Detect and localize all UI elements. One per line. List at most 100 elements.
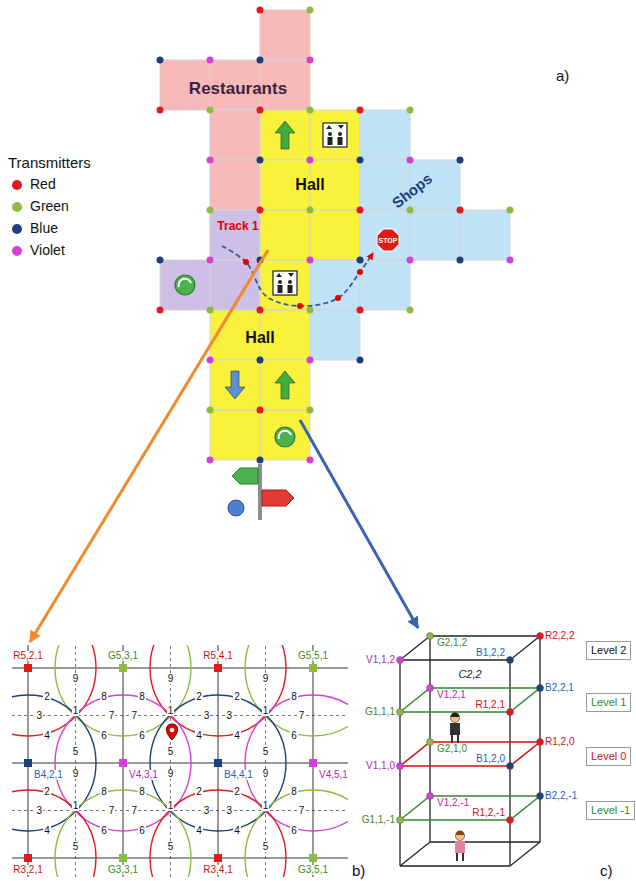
region-number: 6 (138, 731, 146, 741)
transmitter-dot (427, 685, 434, 692)
region-number: 4 (195, 826, 203, 836)
region-number: 8 (138, 692, 146, 702)
region-number: 5 (262, 842, 270, 852)
legend-text: Green (30, 198, 69, 214)
transmitter-dot (307, 157, 314, 164)
transmitter-id: B4,4,1 (223, 770, 254, 780)
transmitter-dot (257, 457, 264, 464)
transmitter-mark (119, 854, 127, 862)
transmitter-id: R3,4,1 (202, 865, 233, 875)
level-name: Level 0 (591, 750, 626, 762)
region-number: 4 (233, 731, 241, 741)
area-name: Restaurants (188, 80, 288, 97)
transmitter-dot (357, 107, 364, 114)
region-number: 9 (262, 674, 270, 684)
floor-square (210, 410, 260, 460)
transmitter-dot (207, 407, 214, 414)
floor-square (260, 360, 310, 410)
legend-swatch (12, 202, 22, 212)
transmitter-dot (307, 207, 314, 214)
floor-square (260, 110, 310, 160)
transmitter-id: G3,3,1 (107, 865, 139, 875)
region-number: 8 (100, 787, 108, 797)
legend-swatch (12, 180, 22, 190)
transmitter-id: R1,2,0 (544, 737, 575, 747)
region-number: 6 (290, 826, 298, 836)
person-figure (450, 713, 460, 744)
transmitter-dot (457, 207, 464, 214)
transmitter-dot (537, 739, 544, 746)
track-line (222, 246, 373, 306)
transmitter-id: R5,2,1 (12, 651, 43, 661)
level-plane (400, 865, 510, 866)
transmitter-dot (507, 257, 514, 264)
region-number: 5 (167, 747, 175, 757)
transmitter-mark (24, 854, 32, 862)
transmitter-dot (357, 207, 364, 214)
transmitter-dot (407, 257, 414, 264)
cell-id: C2,2 (457, 669, 482, 680)
floor-square (210, 110, 260, 160)
transmitter-mark (214, 664, 222, 672)
transmitter-dot (157, 307, 164, 314)
floor-square (210, 210, 260, 260)
stop-sign (377, 229, 399, 251)
level-plane (400, 796, 430, 820)
legend-item: Violet (12, 242, 65, 258)
transmitter-id: B2,2,-1 (544, 791, 578, 801)
region-number: 8 (290, 787, 298, 797)
floor-square (360, 210, 410, 260)
region-number: 1 (262, 706, 270, 716)
transmitter-dot (207, 357, 214, 364)
area-name: Hall (244, 330, 275, 346)
transmitter-dot (157, 57, 164, 64)
exit-icon (275, 427, 295, 447)
floor-square (260, 260, 310, 310)
region-number: 2 (233, 787, 241, 797)
region-number: 4 (43, 826, 51, 836)
legend-item: Red (12, 176, 56, 192)
grid-line (12, 668, 348, 669)
region-number: 6 (290, 731, 298, 741)
transmitter-dot (207, 307, 214, 314)
floor-square (310, 110, 360, 160)
transmitter-dot (357, 307, 364, 314)
level-plane (400, 659, 510, 660)
transmitter-dot (427, 633, 434, 640)
region-number: 9 (72, 674, 80, 684)
region-number: 4 (43, 731, 51, 741)
region-number: 6 (100, 826, 108, 836)
region-number: 1 (262, 801, 270, 811)
level-plane (430, 841, 540, 842)
direction-arrow (225, 371, 245, 399)
zoom-arrow (30, 250, 268, 642)
transmitter-dot (507, 207, 514, 214)
region-number: 2 (43, 787, 51, 797)
elevator-icon (323, 123, 347, 147)
transmitter-dot (207, 257, 214, 264)
transmitter-dot (507, 657, 514, 664)
floor-square (410, 210, 460, 260)
region-number: 1 (72, 706, 80, 716)
range-circle (55, 645, 191, 736)
track-point (335, 295, 341, 301)
level-box: Level 0 (586, 747, 631, 766)
level-box: Level -1 (586, 801, 635, 820)
transmitter-dot (507, 817, 514, 824)
transmitter-mark (24, 759, 32, 767)
legend-swatch (12, 224, 22, 234)
region-number: 5 (72, 747, 80, 757)
transmitter-mark (309, 664, 317, 672)
transmitter-dot (157, 107, 164, 114)
range-circle (150, 645, 286, 736)
elevator-icon (273, 271, 297, 295)
transmitter-dot (207, 457, 214, 464)
region-number: 5 (167, 842, 175, 852)
sign-text: STOP (379, 237, 398, 244)
region-number: 3 (36, 711, 44, 721)
transmitter-dot (407, 307, 414, 314)
panel-letter: b) (352, 863, 365, 878)
level-plane (430, 687, 540, 689)
range-circle (245, 695, 348, 831)
